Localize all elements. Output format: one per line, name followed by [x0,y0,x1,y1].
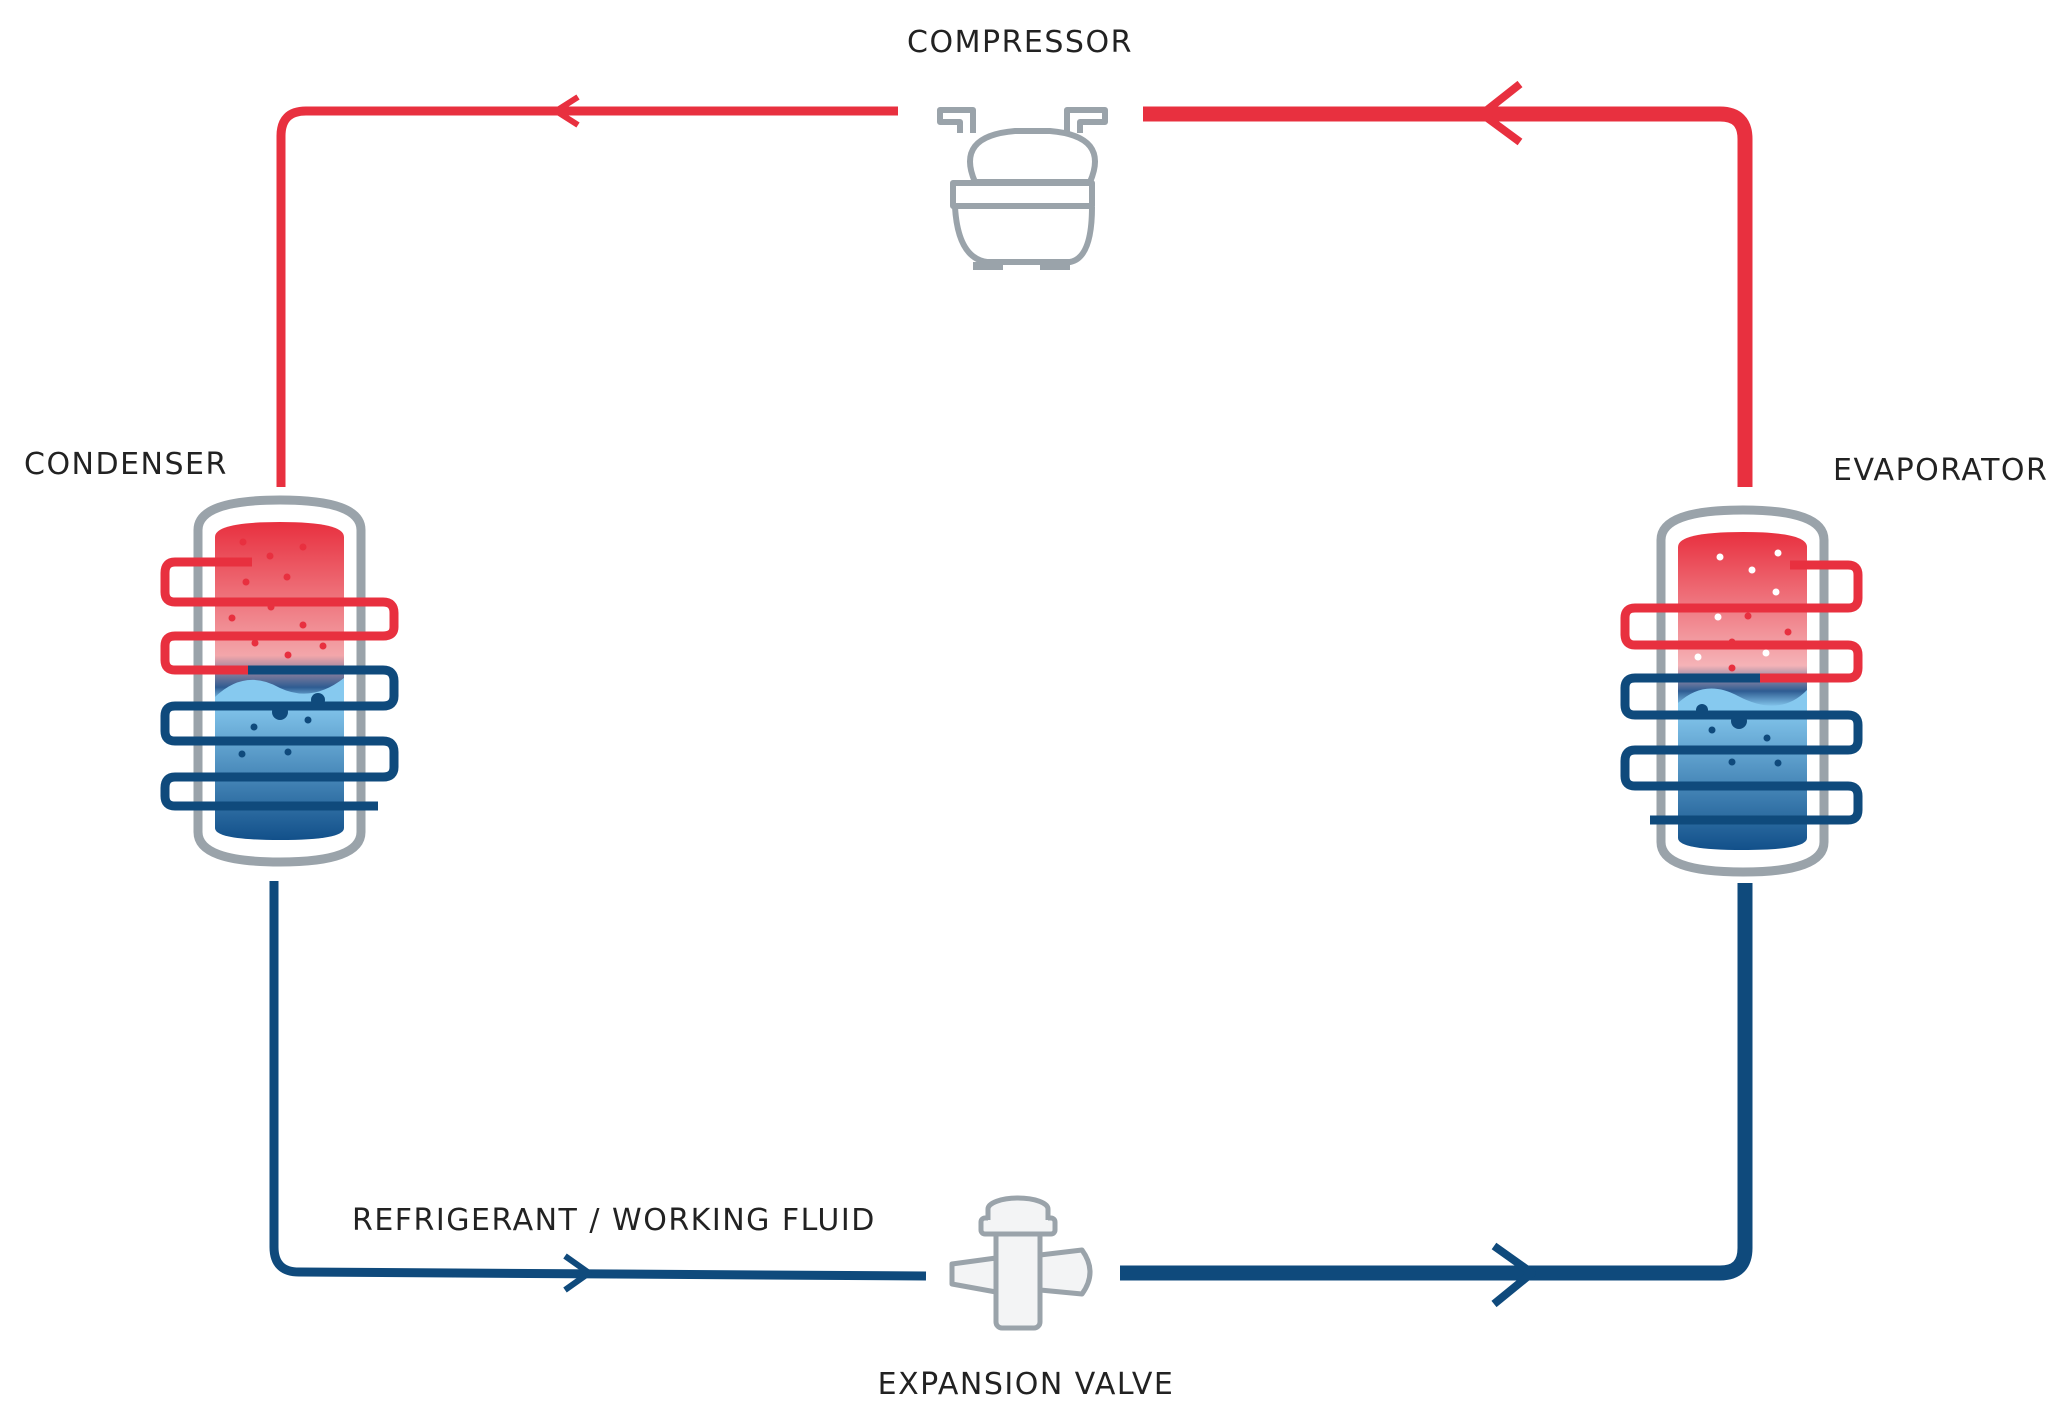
condenser-hot-coil [160,557,399,675]
condenser-vessel [160,495,399,867]
compressor-icon [937,107,1108,270]
arrow-left-icon [553,94,580,128]
evaporator-cold-coil [1620,673,1863,825]
condenser-tank [215,522,344,840]
expansion-valve-icon [949,1195,1093,1331]
cold-line-bottom-left [269,881,927,1281]
compressor-label: COMPRESSOR [907,25,1133,60]
evaporator-shell [1656,505,1829,877]
refrigerant-label: REFRIGERANT / WORKING FLUID [352,1203,876,1238]
evaporator-vapor-dots [1694,549,1782,661]
cold-line-bottom-right [1120,883,1753,1281]
hot-line-top-right [1143,106,1753,487]
arrow-right-icon [563,1253,592,1293]
expansion-valve-label: EXPANSION VALVE [878,1367,1175,1402]
evaporator-vessel [1620,505,1863,877]
arrow-left-icon [1478,80,1523,146]
condenser-shell [193,495,366,867]
evaporator-hot-coil [1620,560,1863,683]
arrow-right-icon [1491,1242,1536,1308]
hot-line-top-left [276,106,898,487]
condenser-label: CONDENSER [24,447,228,482]
evaporator-label: EVAPORATOR [1833,453,2048,488]
condenser-cold-coil [160,665,399,811]
